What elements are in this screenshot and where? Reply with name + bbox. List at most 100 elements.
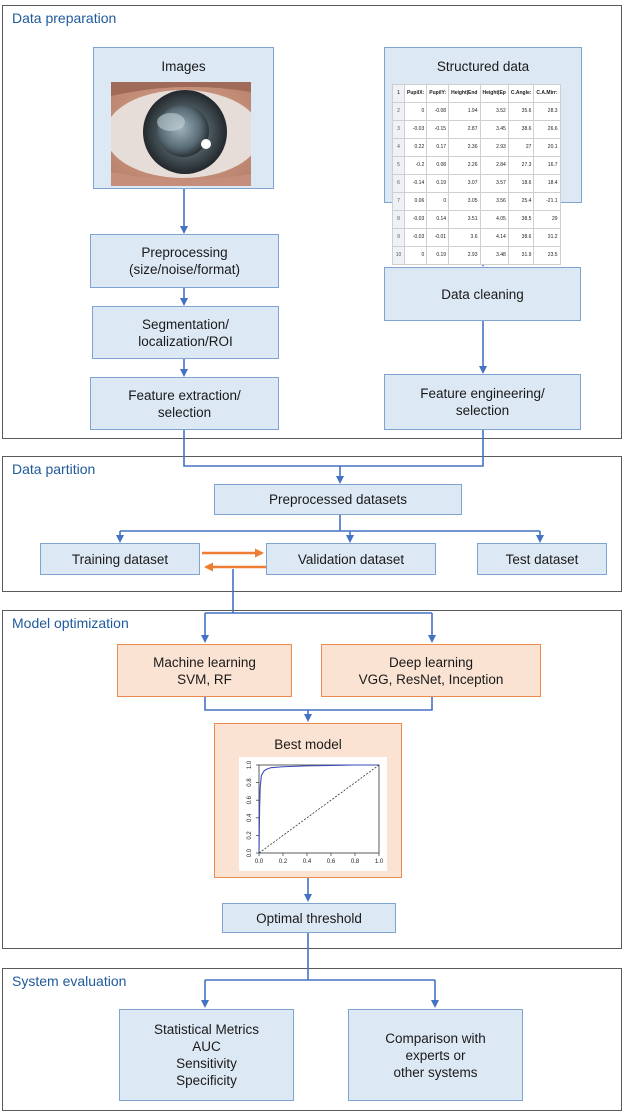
sheet-cell: 3.52 bbox=[479, 102, 509, 121]
x-tick-label: 0.0 bbox=[255, 859, 264, 865]
x-tick-label: 0.6 bbox=[327, 859, 336, 865]
comparison-line-1: Comparison with bbox=[385, 1030, 486, 1046]
preprocessed-datasets-label: Preprocessed datasets bbox=[268, 492, 408, 507]
x-tick-label: 1.0 bbox=[375, 859, 384, 865]
section-title: System evaluation bbox=[12, 973, 127, 989]
sheet-cell: -0.15 bbox=[426, 120, 450, 139]
sheet-row-number: 8 bbox=[392, 210, 405, 229]
sheet-cell: 0.17 bbox=[426, 138, 450, 157]
sheet-row-number: 4 bbox=[392, 138, 405, 157]
sheet-cell: 3.51 bbox=[448, 210, 481, 229]
metrics-line-3: Sensitivity bbox=[176, 1056, 237, 1071]
sheet-cell: -0.14 bbox=[403, 174, 428, 193]
sheet-row-number: 2 bbox=[392, 102, 405, 121]
test-dataset-box: Test dataset bbox=[477, 543, 607, 575]
optimal-threshold-box: Optimal threshold bbox=[222, 903, 396, 933]
preprocessing-box: Preprocessing (size/noise/format) bbox=[90, 234, 279, 288]
sheet-cell: -21.1 bbox=[533, 192, 561, 211]
segmentation-box: Segmentation/ localization/ROI bbox=[92, 306, 279, 359]
roc-plot-frame bbox=[258, 764, 380, 854]
sheet-row-number: 6 bbox=[392, 174, 405, 193]
sheet-cell: 4.14 bbox=[479, 228, 509, 247]
deep-learning-box: Deep learning VGG, ResNet, Inception bbox=[321, 644, 541, 697]
sheet-cell: 0.19 bbox=[426, 174, 450, 193]
sheet-header-cell: C.Angle: bbox=[507, 84, 535, 103]
test-dataset-label: Test dataset bbox=[505, 551, 579, 567]
sheet-cell: 2.26 bbox=[448, 156, 481, 175]
feature-extraction-box: Feature extraction/ selection bbox=[90, 377, 279, 430]
y-tick-label: 0.6 bbox=[247, 795, 253, 804]
eye-photo-icon bbox=[105, 82, 261, 186]
data-cleaning-label: Data cleaning bbox=[441, 286, 524, 302]
sheet-row-number: 5 bbox=[392, 156, 405, 175]
sheet-cell: 0.19 bbox=[426, 246, 450, 265]
sheet-row-number: 10 bbox=[392, 246, 405, 265]
sheet-cell: 0.22 bbox=[403, 138, 428, 157]
sheet-cell: 3.57 bbox=[479, 174, 509, 193]
sheet-header-cell: Height|End bbox=[448, 84, 481, 103]
y-tick-label: 0.8 bbox=[247, 778, 253, 787]
sheet-cell: 3.6 bbox=[448, 228, 481, 247]
feature-extraction-line-2: selection bbox=[157, 404, 212, 420]
comparison-line-3: other systems bbox=[393, 1064, 478, 1080]
segmentation-line-2: localization/ROI bbox=[138, 333, 233, 349]
sheet-cell: 38.6 bbox=[507, 120, 535, 139]
segmentation-line-1: Segmentation/ bbox=[141, 316, 230, 332]
section-system-evaluation: System evaluation bbox=[2, 968, 622, 1111]
sheet-cell: 0.14 bbox=[426, 210, 450, 229]
section-title: Model optimization bbox=[12, 615, 129, 631]
sheet-cell: -0.01 bbox=[426, 228, 450, 247]
sheet-cell: 1.94 bbox=[448, 102, 481, 121]
sheet-cell: 3.07 bbox=[448, 174, 481, 193]
machine-learning-box: Machine learning SVM, RF bbox=[117, 644, 292, 697]
comparison-line-2: experts or bbox=[405, 1047, 466, 1063]
machine-learning-line-1: Machine learning bbox=[153, 654, 256, 670]
metrics-line-1: Statistical Metrics bbox=[153, 1022, 260, 1037]
sheet-header-cell: PupilX: bbox=[403, 84, 428, 103]
y-tick-label: 0.2 bbox=[247, 831, 253, 840]
section-title: Data partition bbox=[12, 461, 96, 477]
sheet-cell: 27.3 bbox=[507, 156, 535, 175]
section-title: Data preparation bbox=[12, 10, 117, 26]
sheet-cell: 16.7 bbox=[533, 156, 561, 175]
preprocessing-line-1: Preprocessing bbox=[141, 245, 228, 260]
sheet-cell: -0.03 bbox=[403, 210, 428, 229]
sheet-cell: 0 bbox=[403, 102, 428, 121]
sheet-row-number: 3 bbox=[392, 120, 405, 139]
sheet-cell: 25.4 bbox=[507, 192, 535, 211]
preprocessed-datasets-box: Preprocessed datasets bbox=[214, 484, 462, 515]
sheet-cell: 2.36 bbox=[448, 138, 481, 157]
sheet-cell: 3.48 bbox=[479, 246, 509, 265]
sheet-cell: 38.5 bbox=[507, 210, 535, 229]
sheet-cell: 2.87 bbox=[448, 120, 481, 139]
y-tick-label: 1.0 bbox=[247, 760, 253, 769]
statistical-metrics-box: Statistical Metrics AUC Sensitivity Spec… bbox=[119, 1009, 294, 1101]
sheet-cell: 35.6 bbox=[507, 102, 535, 121]
sheet-row-number: 9 bbox=[392, 228, 405, 247]
sheet-cell: 3.05 bbox=[448, 192, 481, 211]
sheet-row-number: 1 bbox=[392, 84, 405, 103]
sheet-row-number: 7 bbox=[392, 192, 405, 211]
y-tick-label: 0.0 bbox=[247, 848, 253, 857]
feature-engineering-line-2: selection bbox=[455, 403, 510, 418]
sheet-cell: 27 bbox=[507, 138, 535, 157]
machine-learning-line-2: SVM, RF bbox=[177, 671, 232, 687]
sheet-cell: 28.3 bbox=[533, 102, 561, 121]
sheet-cell: 0.08 bbox=[426, 156, 450, 175]
best-model-label: Best model bbox=[274, 737, 342, 752]
feature-engineering-line-1: Feature engineering/ bbox=[420, 386, 545, 401]
feature-engineering-box: Feature engineering/ selection bbox=[384, 374, 581, 430]
sheet-cell: 3.45 bbox=[479, 120, 509, 139]
sheet-cell: 29 bbox=[533, 210, 561, 229]
